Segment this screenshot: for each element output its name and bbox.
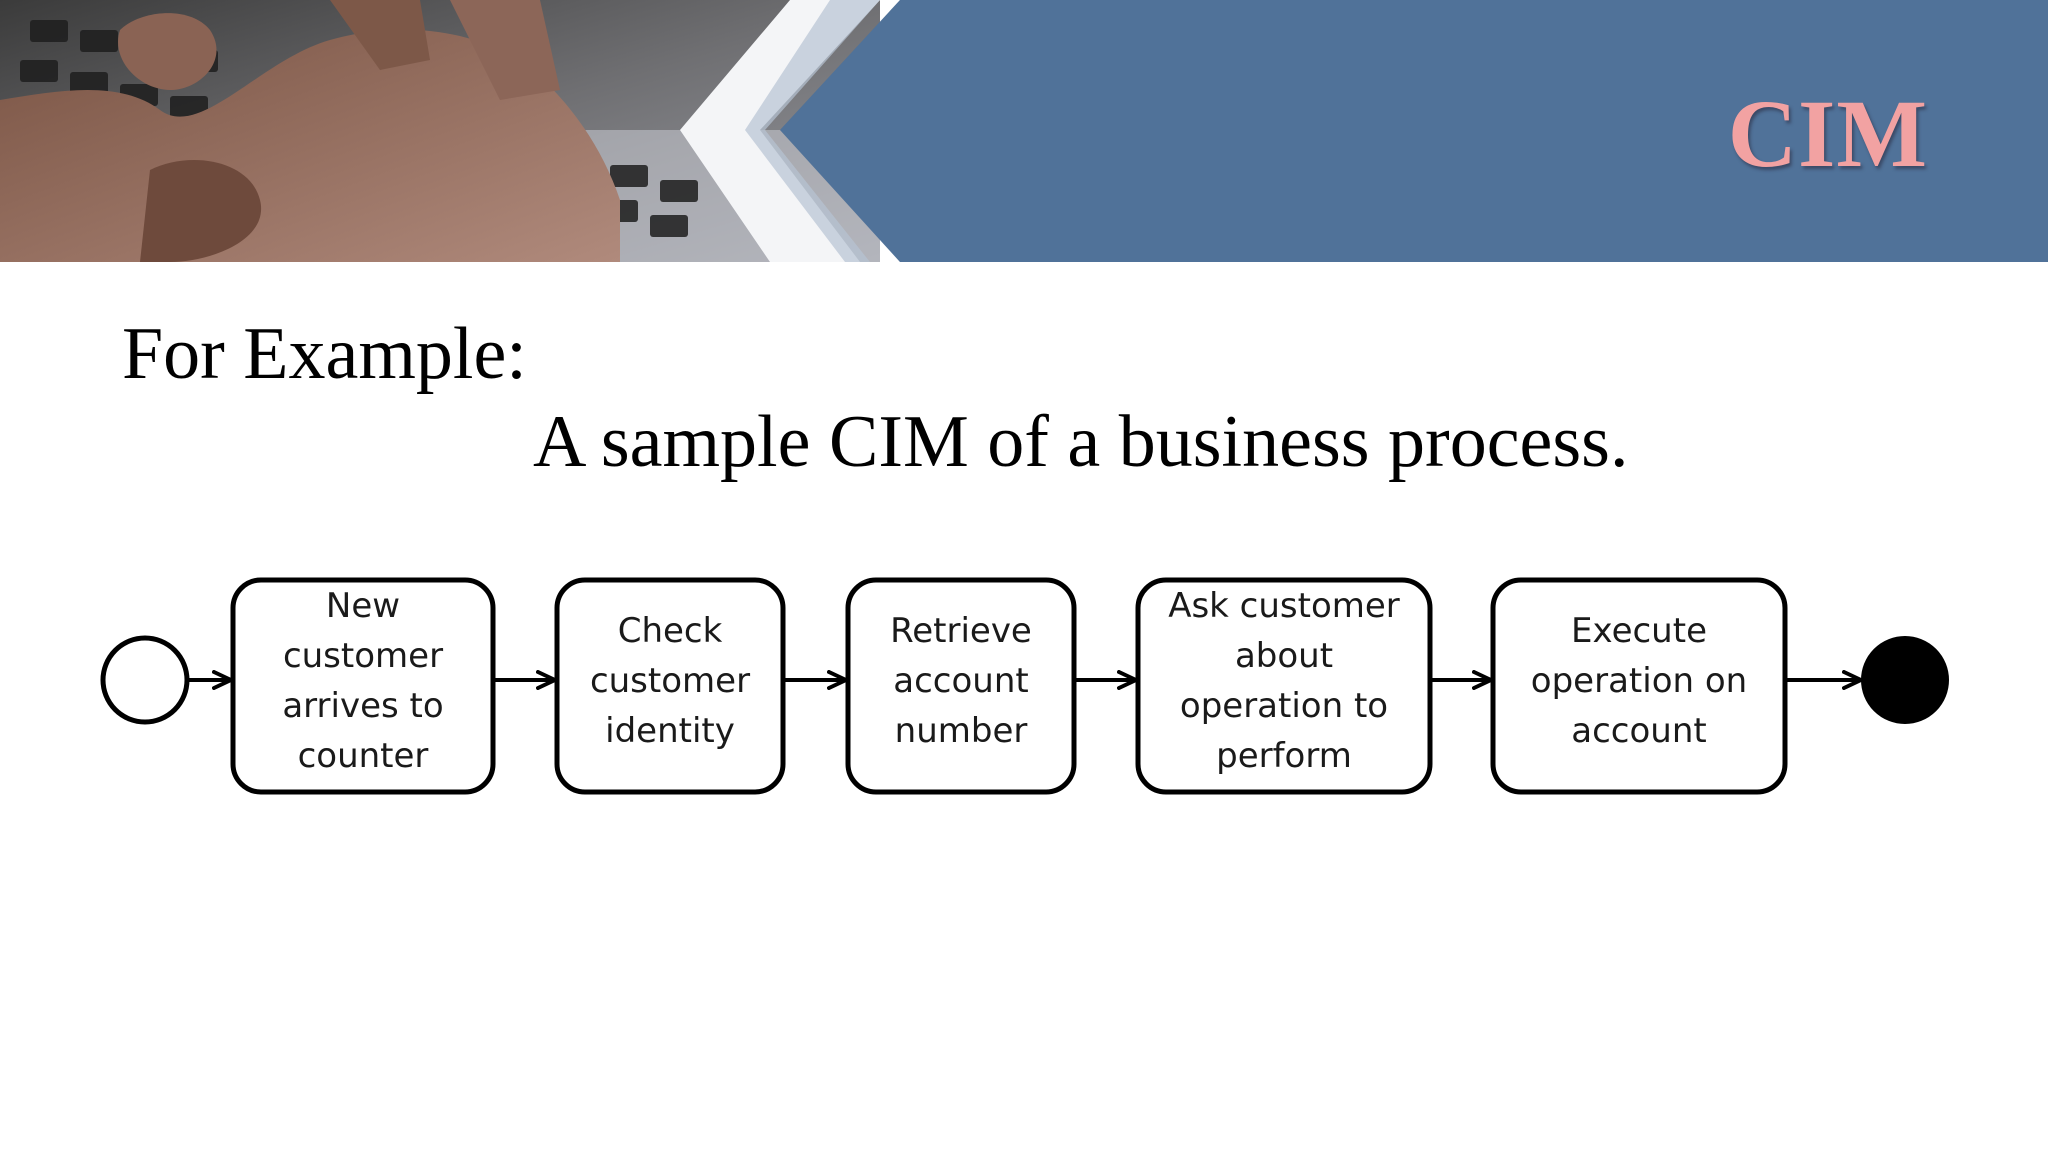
process-step-label: operation to [1180, 686, 1388, 726]
process-step-label: counter [298, 736, 429, 776]
process-step-box [230, 577, 496, 795]
header-banner [0, 0, 2048, 262]
process-step-label: about [1235, 636, 1333, 676]
process-step-label: identity [605, 711, 735, 751]
slide-title: CIM [1727, 80, 1928, 187]
process-step-box [1490, 577, 1788, 795]
process-step-label: account [893, 661, 1028, 701]
process-step-box [845, 577, 1077, 795]
diagram-caption: A sample CIM of a business process. [533, 401, 1629, 483]
process-step: Ask customer about operation to perform [1135, 577, 1433, 795]
process-step-label: Check [618, 611, 723, 651]
process-step: Execute operation on account [1490, 577, 1788, 795]
banner-blue-panel [780, 0, 2048, 262]
process-step-label: operation on [1531, 661, 1747, 701]
process-step-label: perform [1216, 736, 1352, 776]
initial-node [100, 635, 190, 725]
process-step: Retrieve account number [845, 577, 1077, 795]
intro-heading: For Example: [122, 313, 527, 395]
process-step: Check customer identity [554, 577, 786, 795]
process-step-label: Ask customer [1168, 586, 1400, 626]
process-step: New customer arrives to counter [230, 577, 496, 795]
final-node [1861, 636, 1949, 724]
process-step-label: customer [283, 636, 443, 676]
process-step-label: Retrieve [890, 611, 1032, 651]
process-step-box [1135, 577, 1433, 795]
process-step-label: number [895, 711, 1028, 751]
process-step-label: customer [590, 661, 750, 701]
banner-chevron [680, 0, 880, 262]
process-step-label: arrives to [282, 686, 443, 726]
process-step-label: New [326, 586, 400, 626]
process-step-label: account [1571, 711, 1706, 751]
process-step-label: Execute [1571, 611, 1707, 651]
process-step-box [554, 577, 786, 795]
